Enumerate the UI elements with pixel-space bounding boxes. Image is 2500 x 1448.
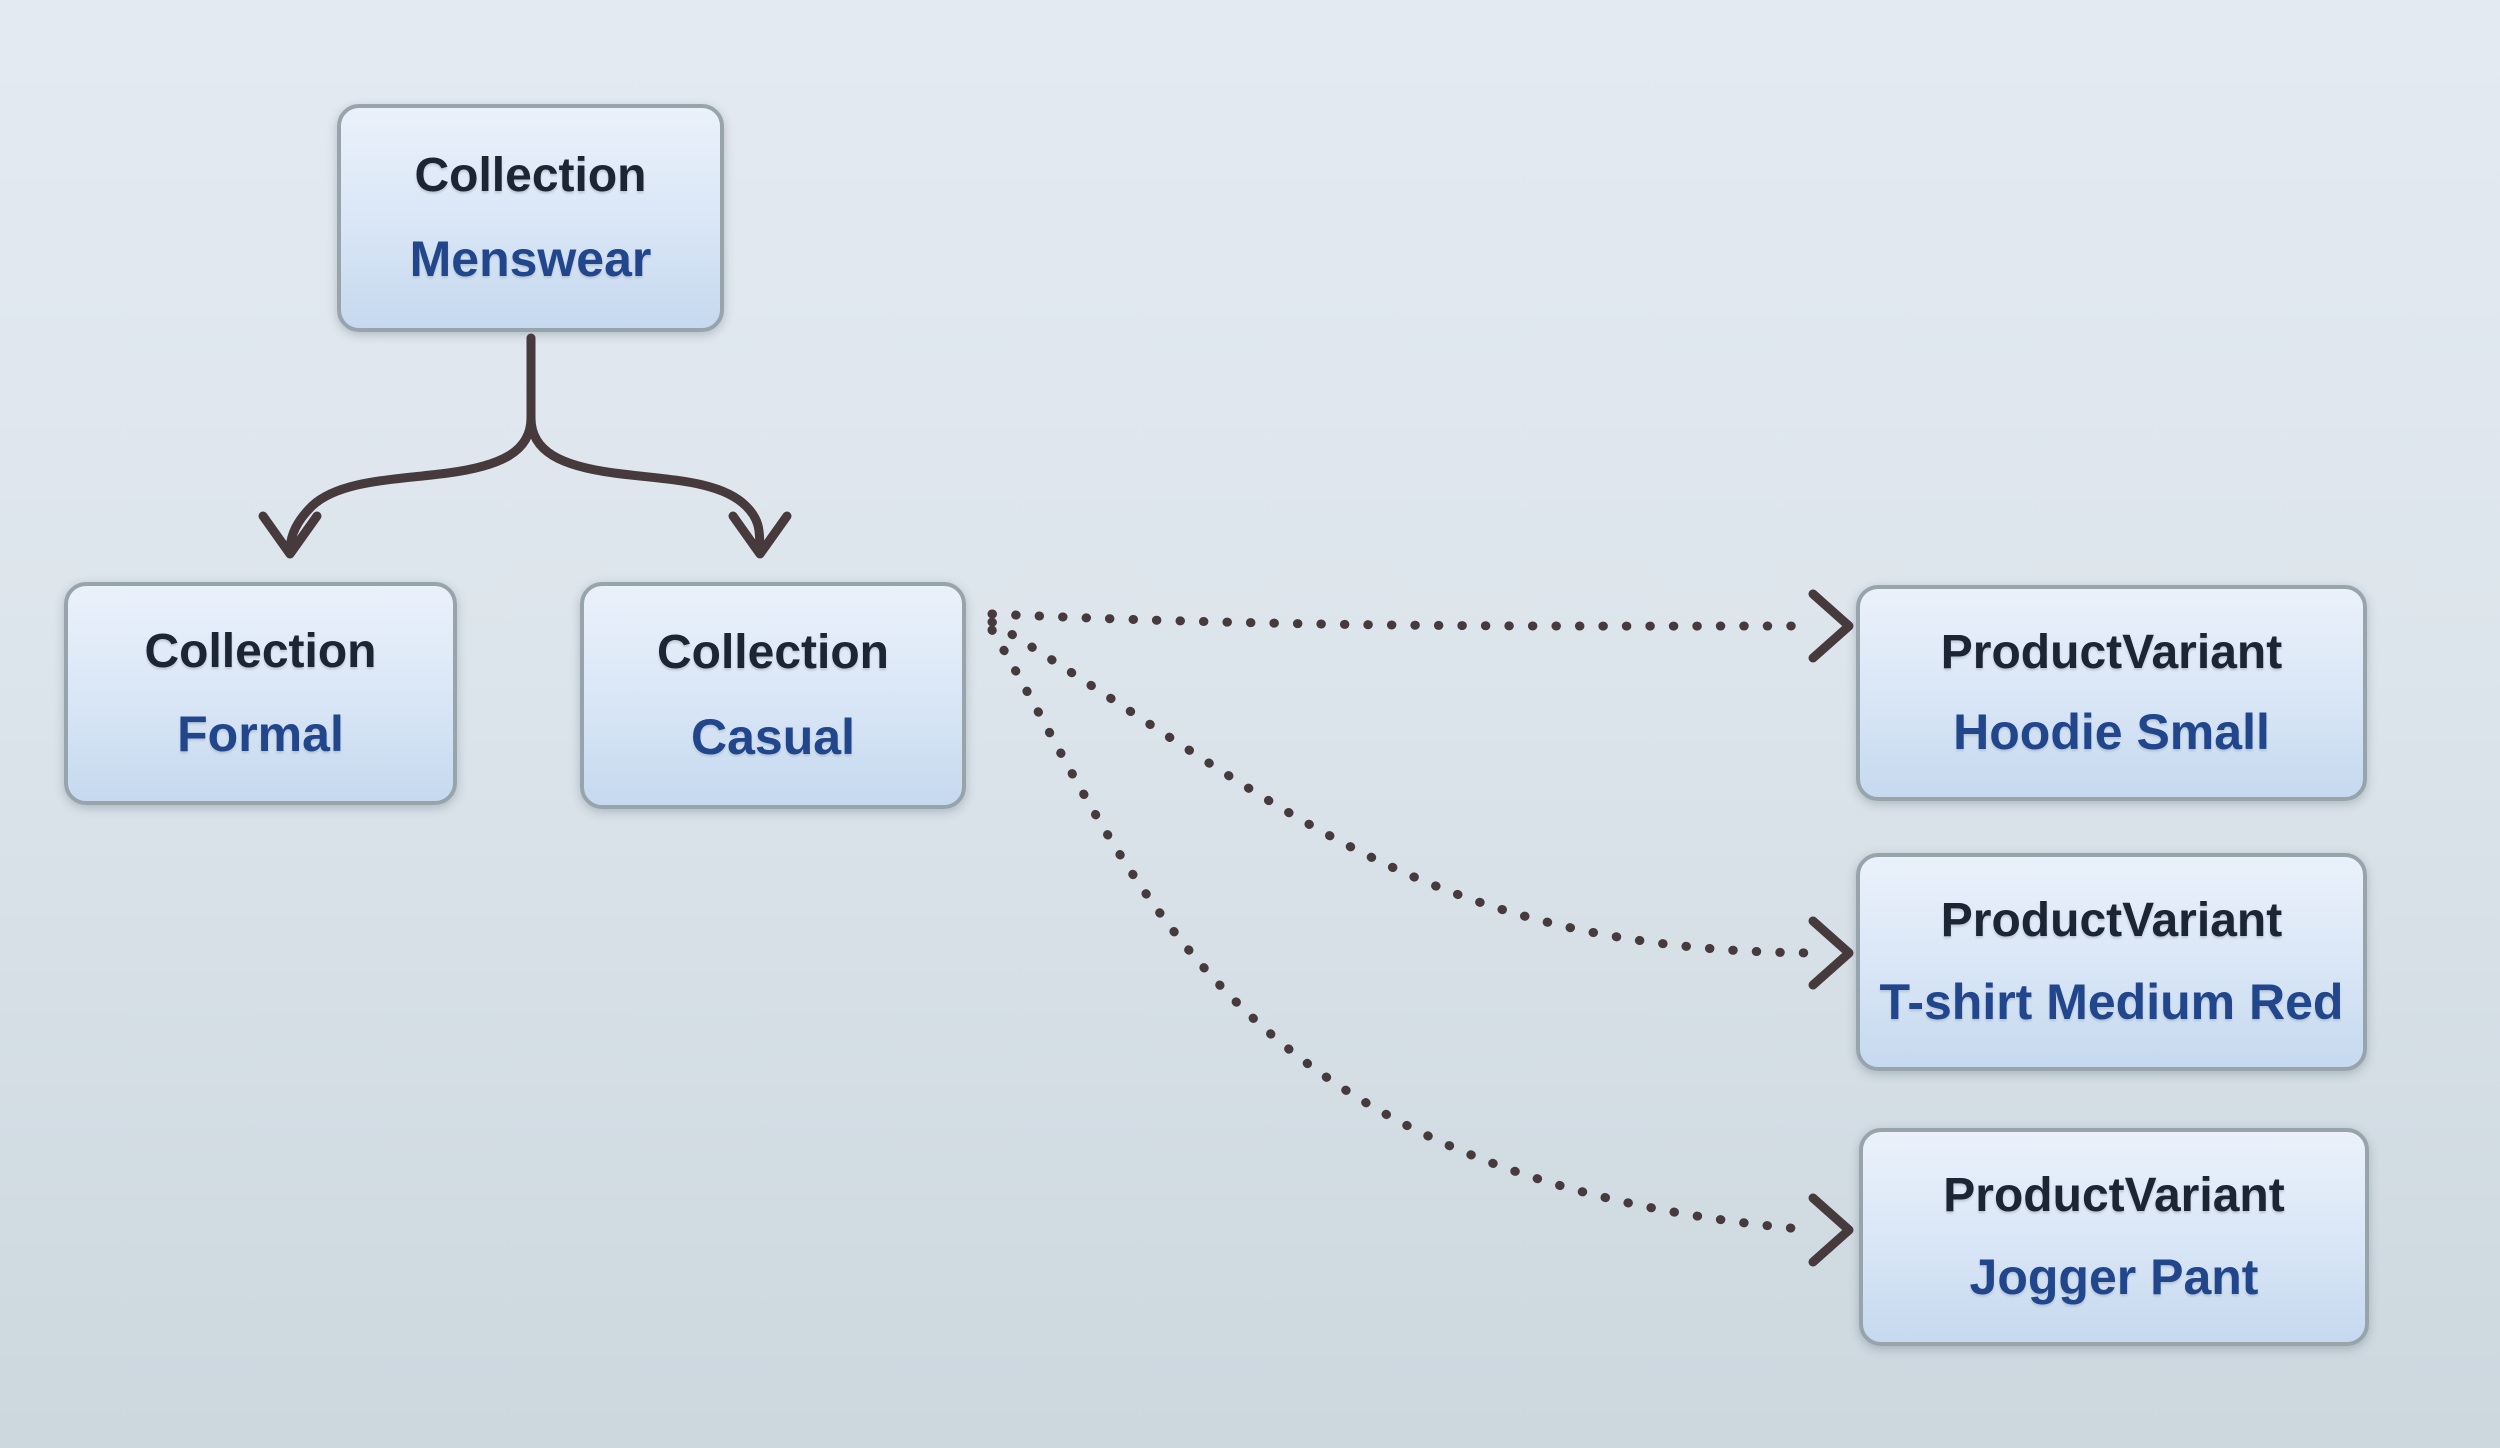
edge-casual-jogger-line [987, 625, 1817, 1235]
edge-menswear-formal-arrowhead-icon [258, 511, 322, 559]
node-instance-label: Menswear [409, 231, 652, 288]
node-productvariant-jogger-pant[interactable]: ProductVariant Jogger Pant [1859, 1128, 2369, 1346]
node-type-label: ProductVariant [1940, 625, 2283, 679]
edge-casual-hoodie-line [987, 609, 1817, 631]
node-instance-label: Hoodie Small [1953, 704, 2270, 761]
node-instance-label: Casual [691, 708, 855, 765]
node-instance-label: Jogger Pant [1969, 1248, 2259, 1305]
edge-menswear-formal-line [285, 413, 536, 553]
node-instance-label: T-shirt Medium Red [1879, 973, 2344, 1030]
node-type-label: Collection [656, 626, 889, 680]
edge-menswear-casual-arrowhead-icon [728, 511, 792, 559]
node-type-label: ProductVariant [1943, 1169, 2285, 1223]
node-collection-formal[interactable]: Collection Formal [64, 582, 457, 805]
edge-casual-hoodie-arrowhead-icon [1808, 589, 1854, 663]
edge-menswear-casual-line [526, 413, 765, 553]
node-collection-casual[interactable]: Collection Casual [580, 582, 966, 809]
node-productvariant-tshirt-medium-red[interactable]: ProductVariant T-shirt Medium Red [1856, 853, 2367, 1071]
node-collection-menswear[interactable]: Collection Menswear [337, 104, 724, 332]
node-instance-label: Formal [177, 706, 344, 762]
edge-casual-jogger-arrowhead-icon [1808, 1193, 1854, 1267]
node-type-label: Collection [414, 148, 647, 202]
edge-casual-tshirt-line [987, 617, 1817, 958]
node-type-label: ProductVariant [1940, 894, 2283, 948]
edge-casual-tshirt-arrowhead-icon [1808, 916, 1854, 990]
node-type-label: Collection [144, 625, 377, 678]
node-productvariant-hoodie-small[interactable]: ProductVariant Hoodie Small [1856, 585, 2367, 801]
